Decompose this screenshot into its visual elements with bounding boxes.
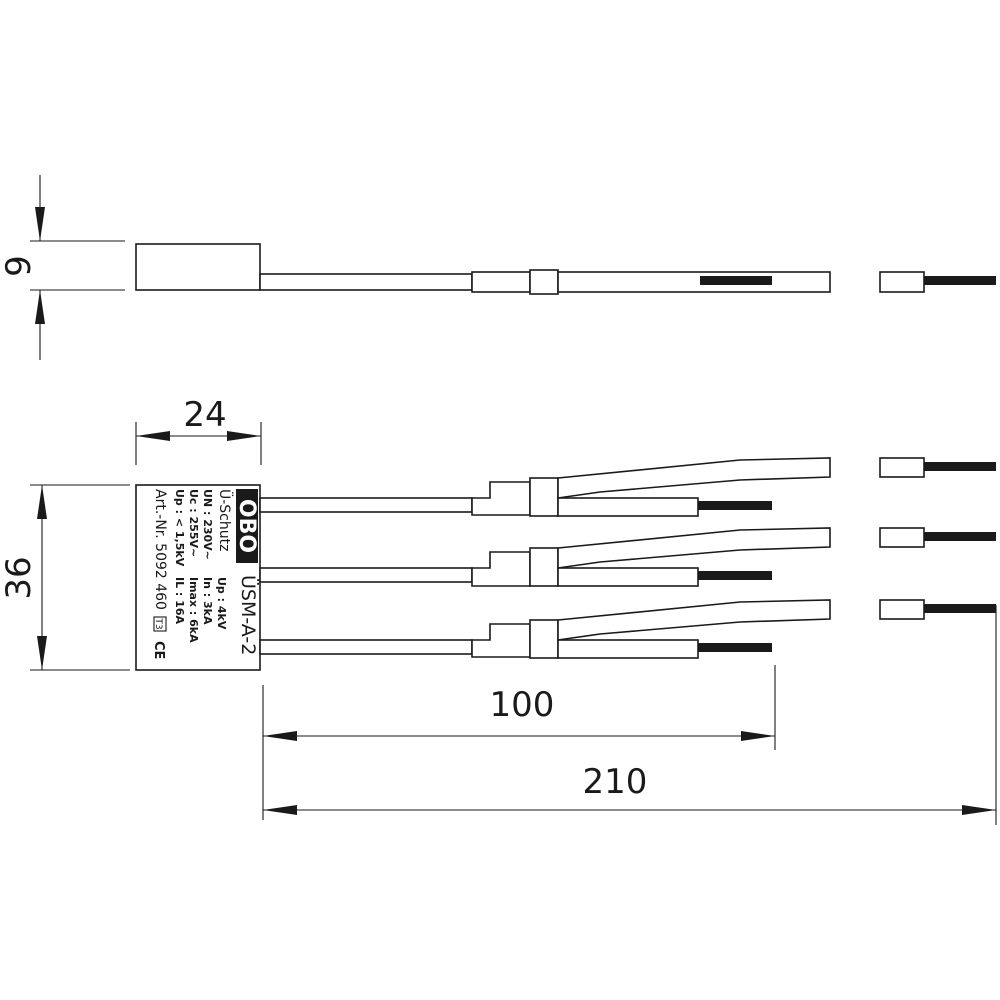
dim-arrow-left bbox=[136, 431, 170, 441]
dim-length-short: 100 bbox=[490, 685, 555, 725]
core-end-3 bbox=[924, 604, 996, 613]
lead-end-1 bbox=[879, 457, 925, 478]
obo-logo-text: OBO bbox=[234, 499, 259, 553]
dim-arrow-down bbox=[37, 636, 47, 670]
module-body-side bbox=[135, 243, 261, 291]
lead-long-3 bbox=[557, 599, 831, 641]
ferrule-2 bbox=[529, 547, 559, 587]
class-mark-box bbox=[153, 616, 167, 632]
spec-up-level: Up : < 1,5kV bbox=[173, 489, 186, 567]
class-mark: T3 bbox=[153, 617, 163, 629]
core-end-2 bbox=[924, 532, 996, 541]
obo-logo bbox=[236, 489, 258, 563]
ferrule-3 bbox=[529, 619, 559, 659]
article-number: Art.-Nr. 5092 460 bbox=[152, 489, 168, 610]
core-short-1 bbox=[698, 501, 772, 510]
spec-il: IL : 16A bbox=[173, 577, 186, 624]
ferrule-1 bbox=[529, 477, 559, 517]
dim-arrow-right bbox=[227, 431, 261, 441]
dim-width-top: 24 bbox=[183, 395, 226, 435]
dim-arrow-210-right bbox=[962, 805, 996, 815]
core-end-1 bbox=[924, 462, 996, 471]
module-label: OBO ÜSM-A-2 Ü-Schutz UN : 230V~ Uc : 255… bbox=[151, 489, 260, 659]
spec-in: In : 3kA bbox=[201, 577, 214, 625]
cable-set-3 bbox=[259, 599, 996, 659]
cable-set-2 bbox=[259, 527, 996, 587]
cable-2 bbox=[259, 567, 473, 583]
spec-uc: Uc : 255V~ bbox=[187, 489, 200, 557]
core-side bbox=[700, 276, 772, 285]
splitter-1 bbox=[471, 481, 531, 516]
core-end-side bbox=[924, 276, 996, 285]
lead-long-1 bbox=[557, 457, 831, 499]
spec-up: Up : 4kV bbox=[215, 577, 228, 630]
lead-end-3 bbox=[879, 599, 925, 620]
ce-mark: CE bbox=[151, 641, 166, 659]
side-view: 9 bbox=[0, 175, 996, 360]
lead-short-2 bbox=[557, 567, 699, 587]
cable-3 bbox=[259, 639, 473, 655]
cable-set-1 bbox=[259, 457, 996, 517]
core-short-3 bbox=[698, 643, 772, 652]
spec-imax: Imax : 6kA bbox=[187, 577, 200, 643]
lead-side bbox=[557, 271, 831, 293]
product-name: ÜSM-A-2 bbox=[237, 575, 260, 655]
lead-short-3 bbox=[557, 639, 699, 659]
dim-length-total: 210 bbox=[583, 762, 648, 802]
lead-end-2 bbox=[879, 527, 925, 548]
sleeve-side bbox=[471, 271, 531, 293]
dim-arrow-bottom bbox=[35, 290, 45, 324]
top-view-module: OBO ÜSM-A-2 Ü-Schutz UN : 230V~ Uc : 255… bbox=[135, 484, 261, 671]
dim-height-side: 9 bbox=[0, 255, 39, 277]
lead-long-2 bbox=[557, 527, 831, 569]
cable-1 bbox=[259, 497, 473, 513]
cable-side bbox=[259, 273, 473, 291]
splitter-2 bbox=[471, 551, 531, 587]
dim-arrow-100-left bbox=[263, 731, 297, 741]
spec-un: UN : 230V~ bbox=[201, 489, 214, 560]
ferrule-side bbox=[529, 269, 559, 295]
splitter-3 bbox=[471, 623, 531, 658]
dim-arrow-210-left bbox=[263, 805, 297, 815]
core-short-2 bbox=[698, 571, 772, 580]
dim-height-top: 36 bbox=[0, 556, 39, 599]
dim-arrow-100-right bbox=[741, 731, 775, 741]
lead-end-side bbox=[879, 271, 925, 293]
label-title: Ü-Schutz bbox=[216, 489, 234, 551]
dim-arrow-top bbox=[35, 207, 45, 241]
dim-arrow-up bbox=[37, 485, 47, 519]
top-view-dimensions: 24 36 100 210 bbox=[0, 395, 997, 825]
lead-short-1 bbox=[557, 497, 699, 517]
